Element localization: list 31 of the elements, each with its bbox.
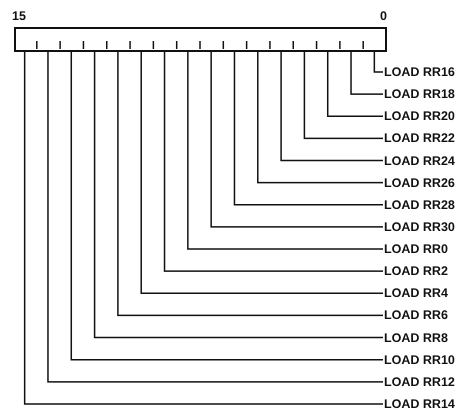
- connector-line: [140, 52, 383, 294]
- connector-line: [304, 52, 383, 140]
- connector-line: [210, 52, 383, 228]
- signal-label: LOAD RR4: [383, 285, 449, 302]
- connector-line: [326, 52, 383, 117]
- signal-label: LOAD RR28: [383, 196, 456, 213]
- signal-label: LOAD RR6: [383, 307, 449, 324]
- connector-line: [117, 52, 383, 316]
- signal-label: LOAD RR14: [383, 396, 456, 410]
- signal-label: LOAD RR10: [383, 352, 456, 368]
- signal-label: LOAD RR30: [383, 218, 456, 235]
- connector-line: [374, 52, 383, 73]
- register-bar: [14, 27, 387, 52]
- connector-line: [350, 52, 383, 95]
- connector-line: [164, 52, 383, 272]
- connector-line: [257, 52, 383, 184]
- signal-label: LOAD RR26: [383, 174, 456, 191]
- signal-label: LOAD RR12: [383, 374, 456, 390]
- signal-label: LOAD RR18: [383, 86, 456, 102]
- signal-label: LOAD RR8: [383, 330, 449, 346]
- signal-label: LOAD RR20: [383, 108, 456, 124]
- bit-number: 15: [12, 9, 26, 23]
- connector-line: [280, 52, 383, 162]
- signal-label: LOAD RR16: [383, 64, 456, 80]
- connector-line: [234, 52, 383, 206]
- signal-label: LOAD RR22: [383, 130, 456, 146]
- signal-label: LOAD RR24: [383, 152, 456, 169]
- signal-label: LOAD RR2: [383, 263, 449, 280]
- signal-label: LOAD RR0: [383, 241, 449, 258]
- bit-number: 0: [380, 9, 387, 23]
- connector-line: [187, 52, 383, 250]
